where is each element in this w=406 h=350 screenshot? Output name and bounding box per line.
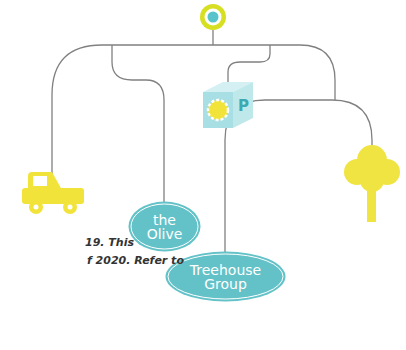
oval-inner-ring	[168, 254, 283, 299]
brand-oval: the Olive	[128, 201, 201, 252]
note-text: f 2020. Refer to	[87, 254, 184, 267]
block-letter: P	[236, 97, 251, 116]
note-text: 19. This	[85, 236, 134, 249]
hanger-wire	[212, 30, 213, 45]
oval-inner-ring	[131, 204, 198, 249]
block-toy	[203, 82, 253, 128]
ring-toy	[200, 4, 226, 30]
block-letter-text: P	[238, 99, 249, 114]
car-toy	[22, 172, 84, 214]
left-arm	[112, 45, 164, 205]
brand-name: Treehouse Group	[190, 263, 261, 291]
block-arm	[228, 45, 270, 88]
oval-fill	[129, 202, 201, 252]
brand-name: the Olive	[147, 213, 183, 241]
main-arm	[52, 45, 335, 178]
right-arm	[225, 100, 372, 255]
tree-toy	[344, 145, 400, 222]
